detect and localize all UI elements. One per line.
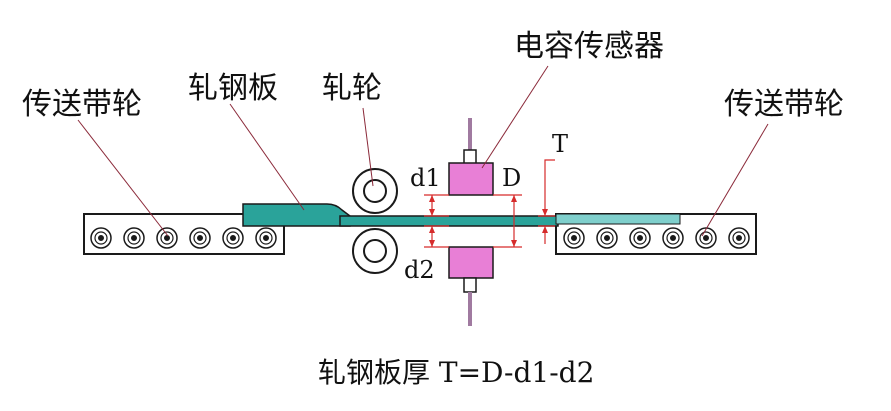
conveyor-wheel bbox=[596, 227, 618, 249]
sensor-top-connector bbox=[463, 149, 477, 165]
label-t: T bbox=[552, 130, 568, 158]
label-d2: d2 bbox=[404, 256, 435, 284]
steel-plate-exit bbox=[555, 213, 681, 225]
conveyor-wheel bbox=[563, 227, 585, 249]
conveyor-wheel bbox=[629, 227, 651, 249]
dimension-arrows bbox=[429, 195, 548, 247]
dimension-lines bbox=[424, 159, 555, 248]
leader-lines bbox=[77, 65, 769, 237]
sensor-top-body bbox=[448, 162, 494, 196]
label-d1: d1 bbox=[410, 164, 441, 192]
sensor-top-shaft bbox=[468, 118, 472, 162]
label-d: D bbox=[502, 164, 521, 192]
conveyor-wheel bbox=[728, 227, 750, 249]
conveyor-wheel bbox=[189, 227, 211, 249]
sensor-bottom-connector bbox=[463, 277, 477, 293]
conveyor-right-wheels bbox=[563, 227, 750, 249]
label-capacitive-sensor: 电容传感器 bbox=[514, 29, 664, 64]
conveyor-wheel bbox=[695, 227, 717, 249]
thickness-formula: 轧钢板厚 T=D-d1-d2 bbox=[318, 356, 594, 389]
label-conveyor-wheel-right: 传送带轮 bbox=[724, 87, 844, 122]
conveyor-wheel bbox=[255, 227, 277, 249]
label-steel-plate: 轧钢板 bbox=[188, 71, 278, 106]
conveyor-wheel bbox=[222, 227, 244, 249]
conveyor-wheel bbox=[156, 227, 178, 249]
roller-top bbox=[352, 168, 398, 214]
conveyor-wheel bbox=[123, 227, 145, 249]
sensor-bottom-body bbox=[448, 246, 494, 279]
conveyor-wheel bbox=[662, 227, 684, 249]
roller-bottom bbox=[352, 228, 398, 274]
conveyor-left-wheels bbox=[90, 227, 277, 249]
label-conveyor-wheel-left: 传送带轮 bbox=[22, 87, 142, 122]
label-roller: 轧轮 bbox=[322, 71, 382, 106]
steel-plate-thick bbox=[242, 203, 351, 227]
steel-plate-thin bbox=[339, 215, 559, 227]
conveyor-wheel bbox=[90, 227, 112, 249]
sensor-bottom-shaft bbox=[468, 292, 472, 326]
